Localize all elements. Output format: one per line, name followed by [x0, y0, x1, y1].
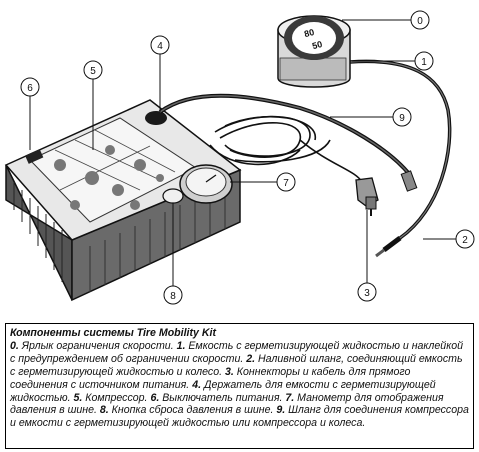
power-connector: [355, 177, 379, 216]
caption-item-5-num: 5.: [73, 391, 83, 404]
callout-markers: 0 1 2 3 4 5 6 7 8 9: [20, 10, 475, 305]
caption-item-1-text: Емкость с герметизирующей жидкостью и на…: [10, 339, 463, 365]
caption-item-2-text: Наливной шланг, соединяющий емкость с ге…: [10, 352, 463, 378]
callout-leaders: [29, 19, 456, 286]
callout-0-label: 0: [417, 16, 423, 27]
callout-5: 5: [83, 60, 103, 80]
speed-label-1: 80: [303, 27, 315, 39]
callout-4: 4: [150, 35, 170, 55]
caption-item-2-num: 2.: [246, 352, 256, 365]
callout-8-label: 8: [170, 291, 176, 302]
caption-item-0-num: 0.: [10, 339, 19, 352]
callout-5-label: 5: [90, 66, 96, 77]
callout-0: 0: [410, 10, 430, 30]
callout-2-label: 2: [462, 235, 468, 246]
callout-3-label: 3: [364, 288, 370, 299]
caption-item-1-num: 1.: [176, 339, 186, 352]
caption-item-9-num: 9.: [276, 404, 286, 417]
compressor: [4, 99, 242, 302]
speed-limit-label: 80 50: [284, 16, 344, 60]
callout-7: 7: [276, 172, 296, 192]
pressure-release-button: [162, 188, 184, 204]
caption-item-4-num: 4.: [192, 378, 202, 391]
pressure-gauge: [179, 164, 233, 204]
caption-item-3-text: Коннекторы и кабель для прямого соединен…: [10, 365, 411, 391]
sealant-bottle: 80 50: [277, 15, 351, 88]
callout-1: 1: [414, 51, 434, 71]
callout-7-label: 7: [283, 178, 289, 189]
caption-item-7-text: Манометр для отображения давления в шине…: [10, 391, 444, 417]
speed-label-2: 50: [311, 39, 323, 51]
caption-item-8-text: Кнопка сброса давления в шине.: [108, 404, 277, 417]
caption-item-6-text: Выключатель питания.: [159, 391, 286, 404]
caption-item-9-text: Шланг для соединения компрессора и емкос…: [10, 404, 469, 430]
callout-6-label: 6: [27, 83, 33, 94]
caption-title: Компоненты системы Tire Mobility Kit: [10, 327, 216, 339]
tire-mobility-kit-illustration: 80 50 0 1 2 3 4 5 6 7 8 9: [4, 10, 475, 305]
caption-item-0-text: Ярлык ограничения скорости.: [18, 339, 177, 352]
caption-item-6-num: 6.: [150, 391, 160, 404]
caption-item-4-text: Держатель для емкости с герметизирующей …: [10, 378, 436, 404]
callout-6: 6: [20, 77, 40, 97]
caption-item-8-num: 8.: [99, 404, 109, 417]
figure-caption: Компоненты системы Tire Mobility Kit 0. …: [5, 323, 474, 449]
callout-9: 9: [392, 107, 412, 127]
power-cable: [209, 115, 363, 183]
caption-body: 0. Ярлык ограничения скорости. 1. Емкост…: [10, 340, 469, 429]
callout-9-label: 9: [399, 113, 405, 124]
power-switch: [25, 149, 44, 164]
caption-item-3-num: 3.: [224, 365, 234, 378]
callout-2: 2: [455, 229, 475, 249]
callout-8: 8: [163, 285, 183, 305]
bottle-holder: [145, 111, 167, 125]
filler-hose: [349, 59, 452, 240]
callout-4-label: 4: [157, 41, 163, 52]
caption-item-7-num: 7.: [285, 391, 295, 404]
caption-item-5-text: Компрессор.: [82, 391, 151, 404]
callout-1-label: 1: [421, 57, 427, 68]
callout-3: 3: [357, 282, 377, 302]
